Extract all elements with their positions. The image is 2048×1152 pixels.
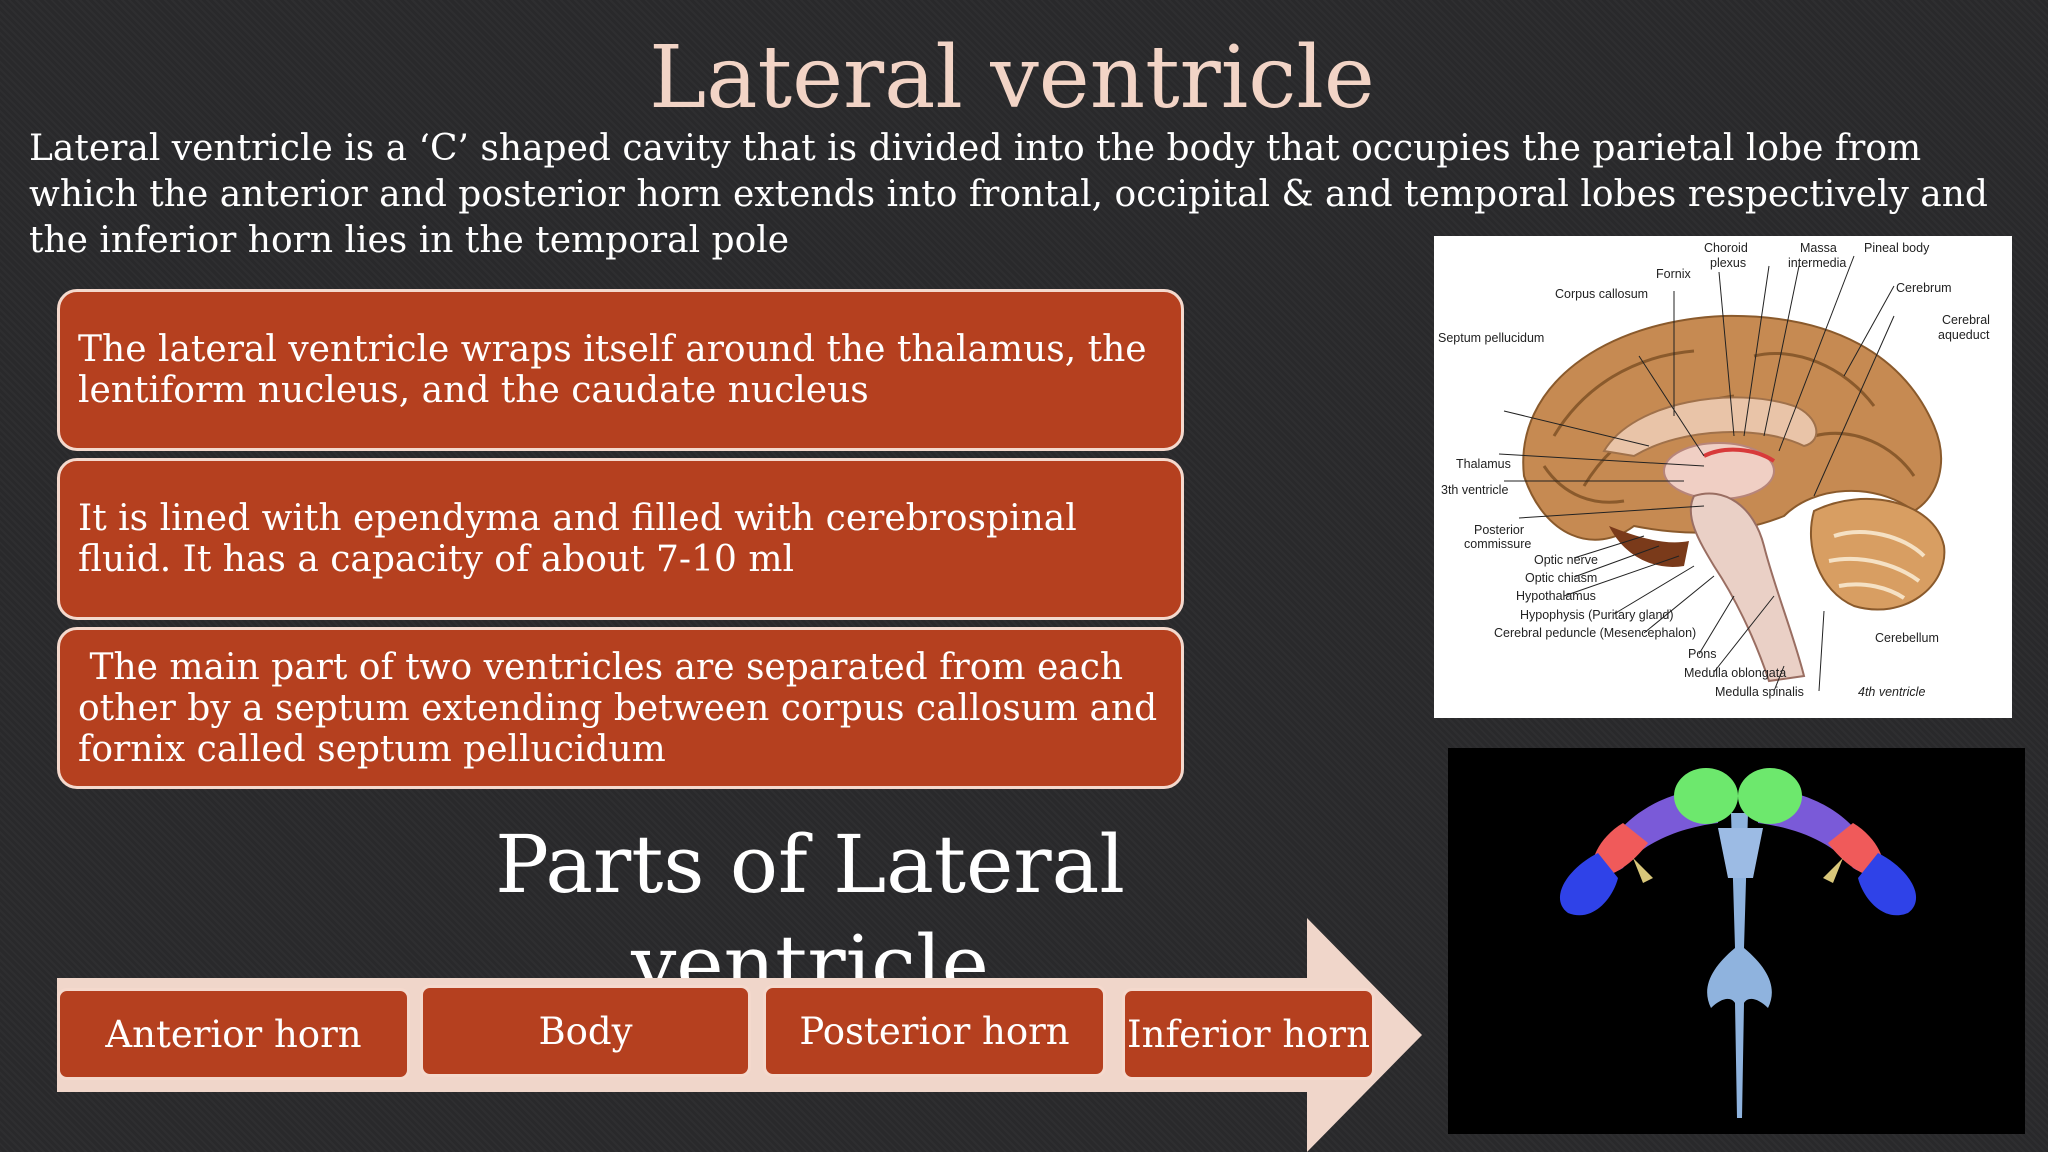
info-box-3-text: The main part of two ventricles are sepa…: [78, 646, 1169, 770]
label-pineal-body: Pineal body: [1864, 241, 1930, 255]
part-body-label: Body: [538, 1009, 633, 1053]
info-box-2-text: It is lined with ependyma and filled wit…: [78, 498, 1077, 580]
label-cerebral-aqueduct-1: Cerebral: [1942, 313, 1990, 327]
label-cerebellum: Cerebellum: [1875, 631, 1939, 645]
slide-title: Lateral ventricle: [649, 28, 1375, 128]
part-anterior-horn: Anterior horn: [57, 988, 410, 1080]
label-third-ventricle: 3th ventricle: [1441, 483, 1508, 497]
label-massa-1: Massa: [1800, 241, 1837, 255]
brain-sagittal-diagram: Choroid plexus Massa intermedia Pineal b…: [1434, 236, 2012, 718]
label-hypothalamus: Hypothalamus: [1516, 589, 1596, 603]
label-medulla-oblongata: Medulla oblongata: [1684, 666, 1786, 680]
label-choroid-2: plexus: [1710, 256, 1746, 270]
label-cerebral-peduncle: Cerebral peduncle (Mesencephalon): [1494, 626, 1696, 640]
intro-paragraph: Lateral ventricle is a ‘C’ shaped cavity…: [29, 128, 1988, 261]
info-box-1-text: The lateral ventricle wraps itself aroun…: [78, 329, 1147, 411]
label-massa-2: intermedia: [1788, 256, 1846, 270]
label-choroid-1: Choroid: [1704, 241, 1748, 255]
info-box-2: It is lined with ependyma and filled wit…: [57, 458, 1184, 620]
info-box-1: The lateral ventricle wraps itself aroun…: [57, 289, 1184, 451]
label-optic-nerve: Optic nerve: [1534, 553, 1598, 567]
ventricle-3d-model: [1448, 748, 2025, 1134]
part-inferior-horn-label: Inferior horn: [1127, 1012, 1370, 1056]
label-fourth-ventricle: 4th ventricle: [1858, 685, 1925, 699]
label-thalamus: Thalamus: [1456, 457, 1511, 471]
label-optic-chiasm: Optic chiasm: [1525, 571, 1597, 585]
label-cerebral-aqueduct-2: aqueduct: [1938, 328, 1990, 342]
label-hypophysis: Hypophysis (Puritary gland): [1520, 608, 1674, 622]
part-posterior-horn: Posterior horn: [763, 985, 1106, 1077]
part-posterior-horn-label: Posterior horn: [799, 1009, 1070, 1053]
label-septum-pellucidum: Septum pellucidum: [1438, 331, 1544, 345]
label-posterior-commissure-1: Posterior: [1474, 523, 1524, 537]
part-inferior-horn: Inferior horn: [1122, 988, 1375, 1080]
info-box-3: The main part of two ventricles are sepa…: [57, 627, 1184, 789]
label-cerebrum: Cerebrum: [1896, 281, 1952, 295]
part-anterior-horn-label: Anterior horn: [105, 1012, 362, 1056]
label-pons: Pons: [1688, 647, 1717, 661]
label-corpus-callosum: Corpus callosum: [1555, 287, 1648, 301]
part-body: Body: [420, 985, 751, 1077]
label-medulla-spinalis: Medulla spinalis: [1715, 685, 1804, 699]
label-fornix: Fornix: [1656, 267, 1691, 281]
label-posterior-commissure-2: commissure: [1464, 537, 1531, 551]
